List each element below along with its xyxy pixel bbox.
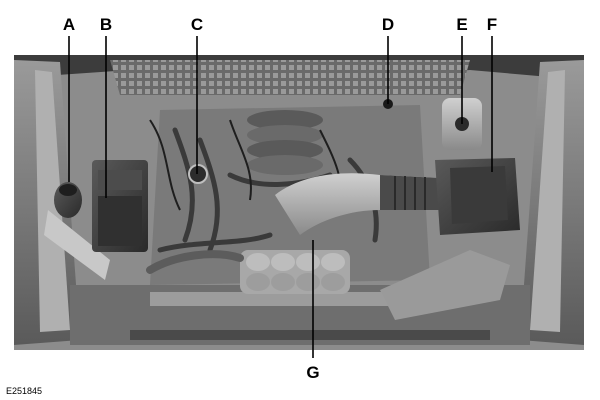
callout-a: A — [63, 15, 75, 34]
cowl-grille — [110, 60, 470, 95]
coolant-tank-g — [240, 250, 350, 294]
figure-code: E251845 — [6, 386, 42, 396]
callout-b: B — [100, 15, 112, 34]
engine-bay-illustration — [14, 55, 584, 350]
oil-filler-cap-c — [188, 164, 208, 184]
callout-e: E — [456, 15, 467, 34]
callout-f: F — [487, 15, 497, 34]
leader-lines — [68, 36, 493, 358]
callout-labels: A B C D E F G — [63, 15, 497, 382]
air-duct — [380, 250, 510, 320]
callout-c: C — [191, 15, 203, 34]
intake-manifold — [247, 110, 323, 175]
callout-d: D — [382, 15, 394, 34]
callout-g: G — [306, 363, 319, 382]
